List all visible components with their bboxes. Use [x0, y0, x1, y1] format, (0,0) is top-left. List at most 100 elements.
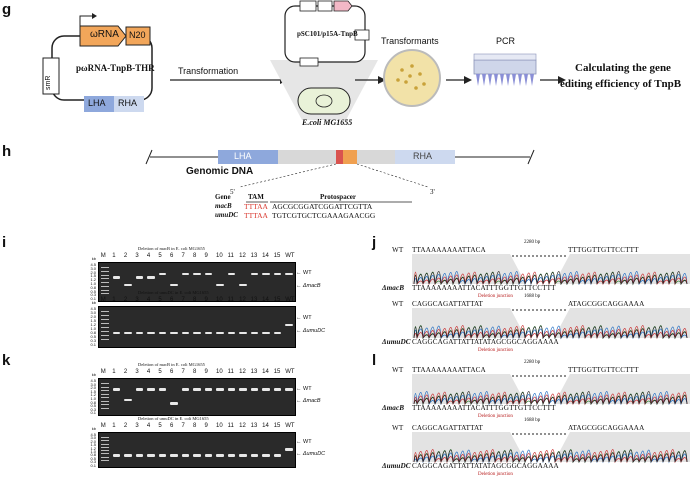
lane-label: WT — [285, 369, 295, 375]
gel-band — [147, 454, 155, 457]
smr-box — [42, 57, 60, 95]
rha-label-h: RHA — [413, 151, 433, 161]
transformation-label: Transformation — [178, 66, 239, 76]
gel-band — [112, 331, 121, 335]
lane-label: 6 — [169, 369, 174, 375]
lane-label: 3 — [135, 253, 139, 259]
deletion-label: ΔumuDC — [382, 338, 411, 346]
lane-label: 8 — [193, 297, 197, 303]
col-tam: TAM — [248, 193, 264, 201]
gel-band — [262, 331, 270, 335]
gel-band — [112, 454, 121, 457]
gel-band — [135, 276, 144, 279]
gel-band — [158, 331, 167, 335]
lane-label: 9 — [204, 253, 208, 259]
ladder-kb: kb — [91, 372, 96, 377]
wt-label: WT — [392, 424, 404, 432]
rha-region — [395, 150, 455, 164]
gel-band — [216, 331, 224, 335]
lane-label: 11 — [227, 253, 234, 259]
gel-band — [227, 272, 236, 275]
lane-label: 14 — [262, 369, 269, 375]
wt-label: WT — [392, 366, 404, 374]
gel-band — [239, 454, 247, 457]
lane-label: 12 — [239, 369, 246, 375]
gel-band — [193, 454, 201, 457]
smr-label: smR — [45, 75, 52, 90]
panel-label-g: g — [2, 1, 12, 18]
gel-band — [193, 272, 201, 275]
n20-box — [125, 26, 151, 46]
gel-band — [124, 398, 132, 402]
gel-band — [262, 388, 270, 391]
wt-seq-left: CAGGCAGATTATTAT — [412, 300, 484, 308]
gel — [98, 432, 296, 468]
three-prime: 3' — [430, 188, 435, 196]
gel-title: Deletion of umuDC in E. coli MG1655 — [138, 416, 209, 421]
wt-label: WT — [392, 300, 404, 308]
lane-label: 4 — [146, 297, 151, 303]
gel-band — [250, 454, 259, 457]
transformants-label: Transformants — [381, 36, 439, 46]
lha-region — [218, 150, 278, 164]
gel-band — [158, 388, 167, 391]
gel-band — [273, 331, 282, 335]
lha-box — [84, 96, 114, 112]
gel-band — [147, 388, 155, 391]
col-gene: Gene — [215, 193, 231, 201]
wt-seq-right: TTTGGTTGTTCCTTT — [568, 246, 639, 254]
proto-umudc: TGTCGTGCTCGAAAGAACGG — [272, 211, 376, 220]
strain-label: E.coli MG1655 — [302, 118, 353, 127]
panel-label-j: j — [372, 234, 377, 251]
gel-band — [216, 283, 224, 287]
lane-label: 14 — [262, 253, 269, 259]
lane-label: 14 — [262, 423, 269, 429]
gel-band — [285, 448, 293, 451]
lane-label: 2 — [123, 423, 128, 429]
deletion-length: 2280 bp — [524, 240, 541, 245]
gel-band — [158, 272, 167, 275]
gel-band — [239, 283, 247, 287]
lane-label: 2 — [123, 369, 128, 375]
lane-label: 11 — [227, 297, 234, 303]
lane-label: 7 — [181, 423, 185, 429]
petri-dish — [383, 49, 441, 107]
ladder-kb: kb — [91, 426, 96, 431]
lane-label: 2 — [123, 253, 128, 259]
gel — [98, 306, 296, 348]
panel-label-h: h — [2, 143, 12, 160]
gel-band — [227, 454, 236, 457]
rna-label: ωRNA — [90, 29, 119, 40]
gel-band — [216, 454, 224, 457]
lane-label: 1 — [112, 369, 116, 375]
deletion-junction-label: Deletion junction — [478, 472, 513, 477]
lane-label: 9 — [204, 423, 208, 429]
wt-marker: ← WT — [296, 439, 312, 446]
wt-marker: ← WT — [296, 314, 312, 321]
lane-label: WT — [285, 423, 295, 429]
gel-band — [181, 454, 190, 457]
gene-umudc: umuDC — [215, 211, 238, 219]
lane-label: 12 — [239, 297, 246, 303]
gel-band — [135, 331, 144, 335]
deletion-label: ΔmacB — [382, 404, 405, 412]
deletion-seq: TTAAAAAAAATTACATTTGGTTGTTCCTTT — [412, 404, 556, 412]
gel-band — [285, 323, 293, 327]
deletion-marker: ← ΔmacB — [296, 397, 321, 404]
protospacer-region — [343, 150, 357, 164]
lane-label: 5 — [158, 369, 162, 375]
chromatogram — [412, 374, 690, 406]
tam-umudc: TTTAA — [244, 211, 268, 220]
lane-label: 6 — [169, 423, 174, 429]
gel-band — [112, 388, 121, 391]
lane-label: 12 — [239, 253, 246, 259]
lane-label: 2 — [123, 297, 128, 303]
lane-label: 7 — [181, 369, 185, 375]
lane-label: WT — [285, 297, 295, 303]
deletion-seq: CAGGCAGATTATTATATAGCGGCAGGAAAA — [412, 338, 559, 346]
gel-band — [204, 388, 213, 391]
lane-label: 13 — [250, 369, 258, 375]
lane-label: 15 — [273, 297, 281, 303]
gel-band — [262, 454, 270, 457]
